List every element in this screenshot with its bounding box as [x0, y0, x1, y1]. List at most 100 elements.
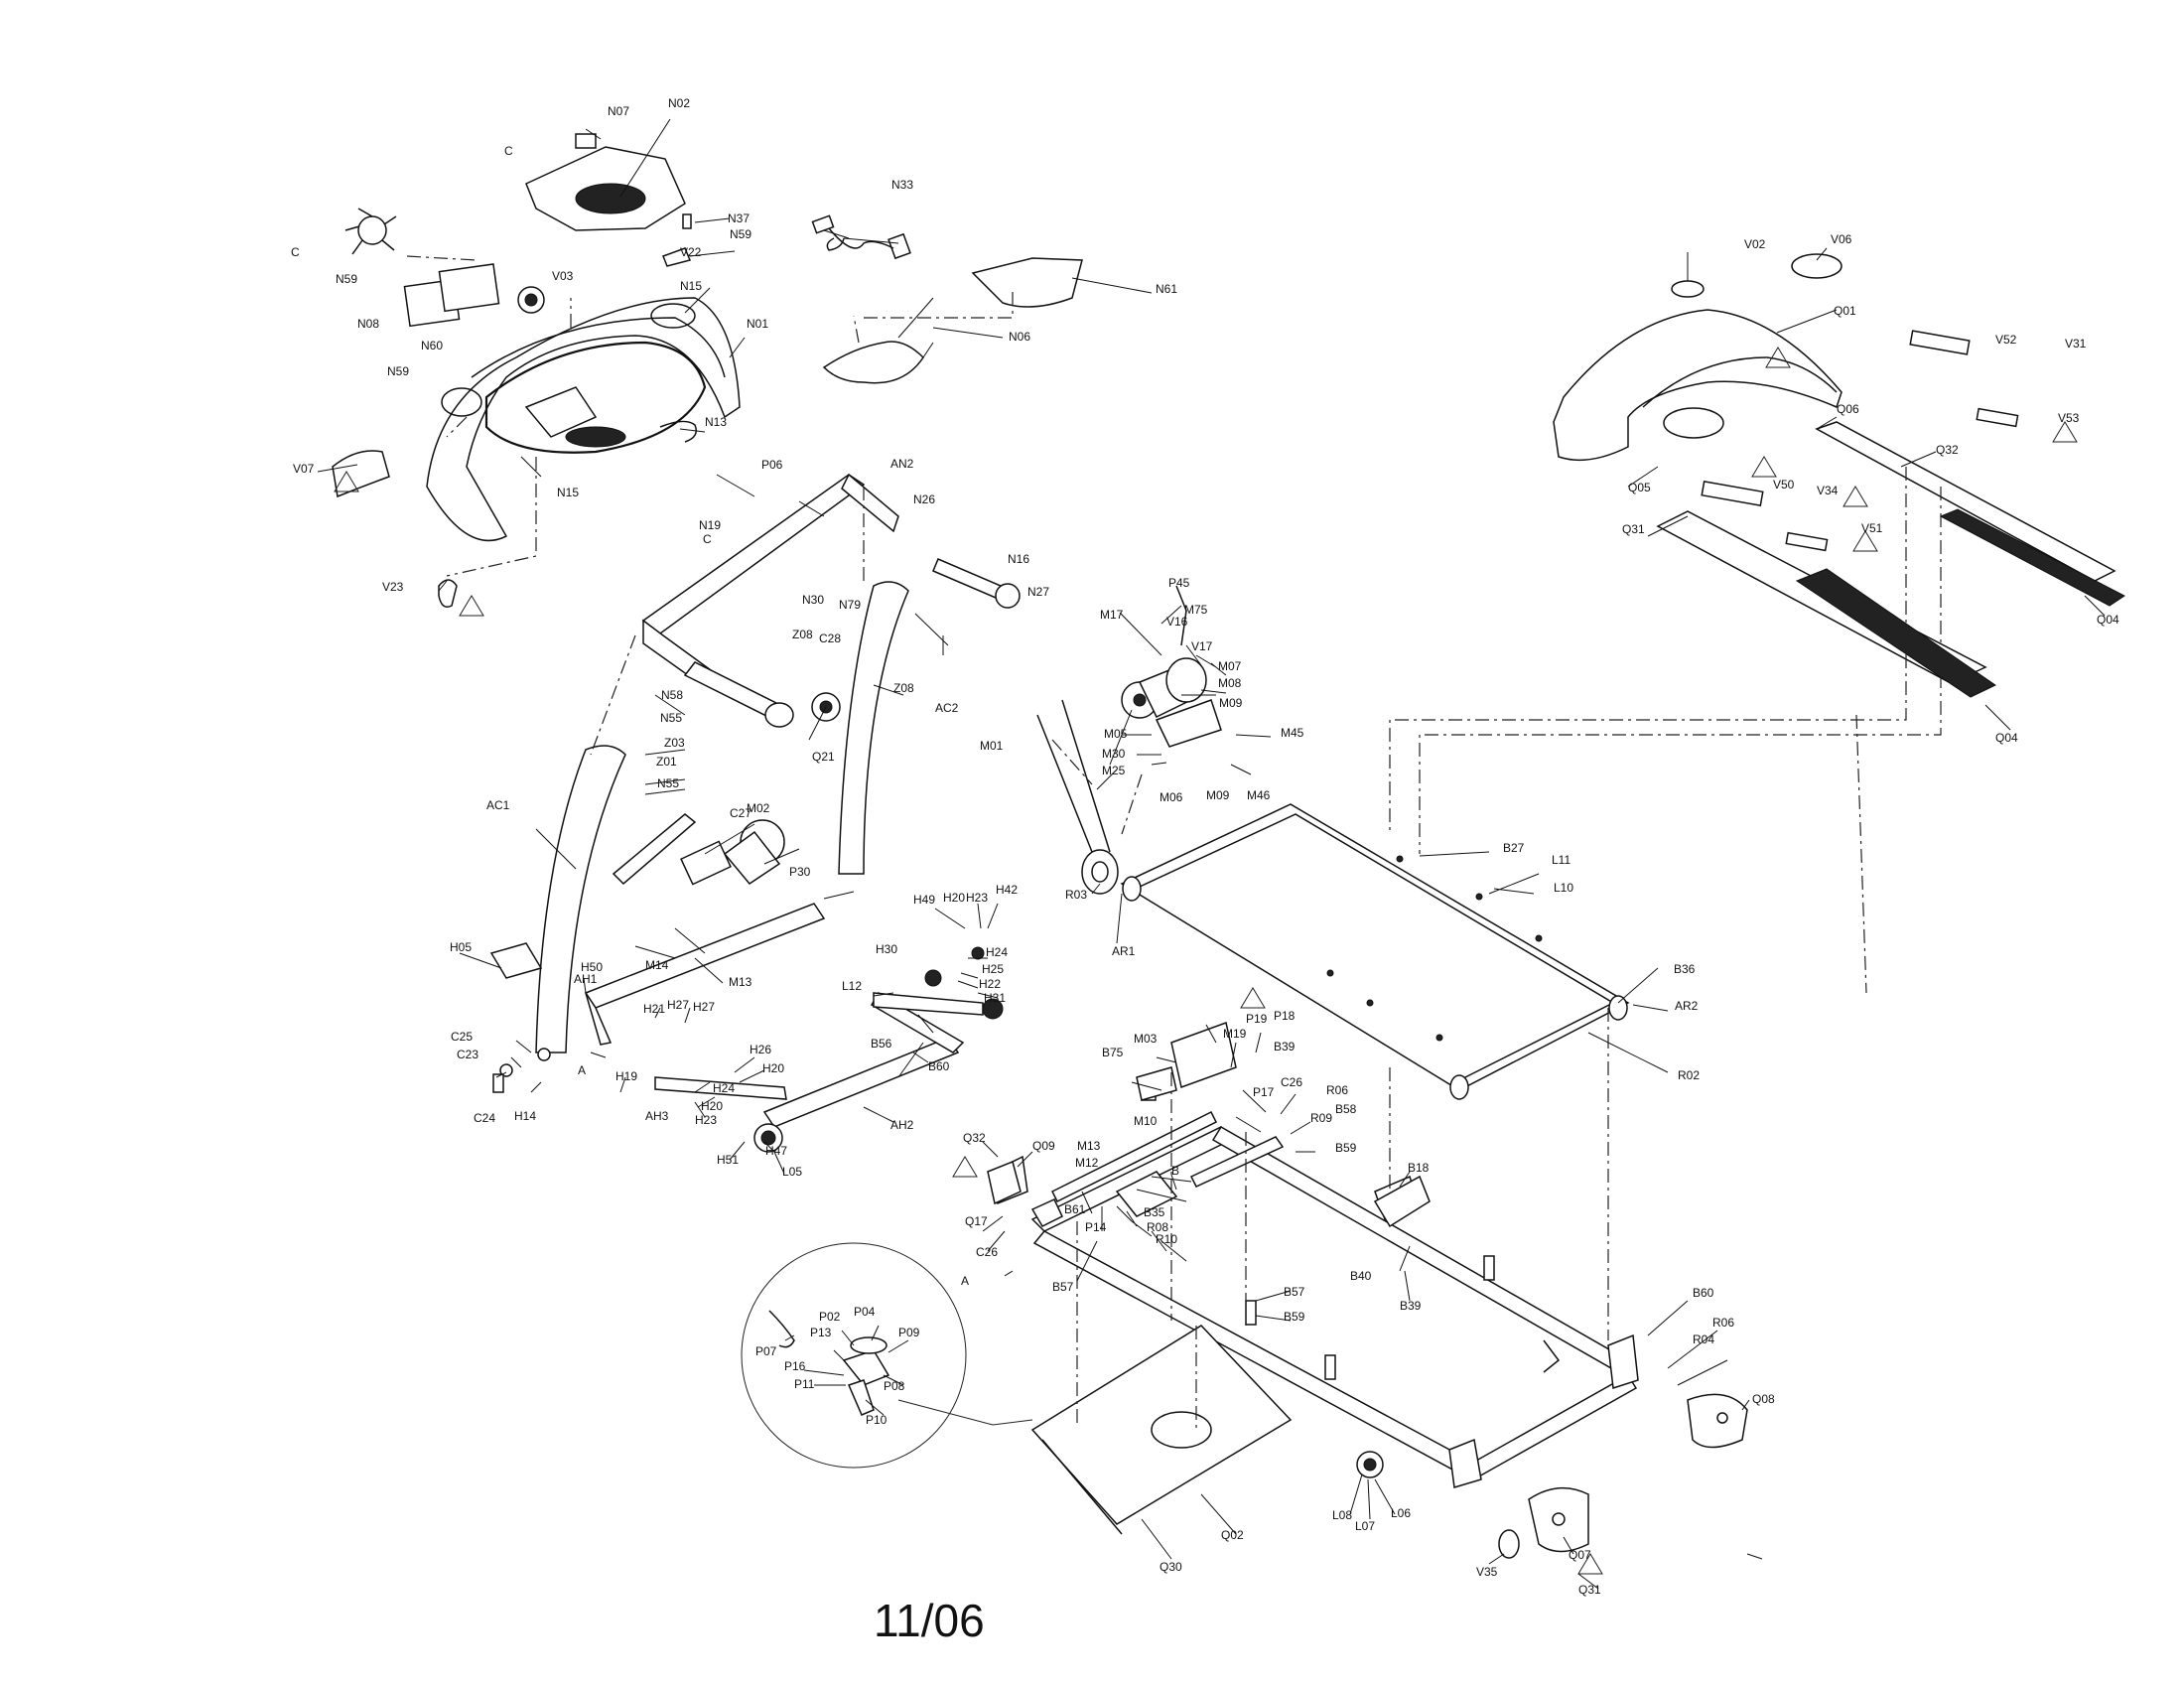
callout-label: Q06 [1837, 402, 1859, 416]
callout-label: M19 [1223, 1027, 1247, 1041]
callout-label: H19 [615, 1069, 637, 1083]
callout-label: V06 [1831, 232, 1852, 246]
callout-label: Q32 [1936, 443, 1959, 457]
callout-label: Z08 [792, 628, 813, 641]
callout-label: H24 [986, 945, 1008, 959]
callout-label: AR1 [1112, 944, 1136, 958]
callout-label: B58 [1335, 1102, 1357, 1116]
callout-label: H24 [713, 1081, 735, 1095]
callout-label: M25 [1102, 764, 1126, 777]
callout-label: N15 [680, 279, 702, 293]
callout-label: R02 [1678, 1068, 1700, 1082]
callout-label: H05 [450, 940, 472, 954]
callout-label: R03 [1065, 888, 1087, 902]
callout-label: V53 [2058, 411, 2080, 425]
callout-label: N30 [802, 593, 824, 607]
callout-label: N33 [891, 178, 913, 192]
callout-label: P30 [789, 865, 811, 879]
callout-label: Q04 [2097, 613, 2119, 627]
callout-label: V22 [680, 245, 702, 259]
callout-label: V07 [293, 462, 315, 476]
callout-label: M03 [1134, 1032, 1158, 1046]
callout-label: H31 [984, 991, 1006, 1005]
callout-label: H42 [996, 883, 1018, 897]
warning-icon [1843, 486, 1868, 507]
callout-label: R06 [1326, 1083, 1348, 1097]
callout-label: V31 [2065, 337, 2087, 351]
callout-label: M14 [645, 958, 669, 972]
callout-label: Q30 [1160, 1560, 1182, 1574]
warning-icon [1240, 987, 1266, 1009]
warning-icon [1765, 347, 1791, 368]
callout-label: L07 [1355, 1519, 1375, 1533]
callout-label: R04 [1693, 1333, 1714, 1346]
callout-label: M06 [1160, 790, 1183, 804]
warning-triangles [334, 347, 2078, 1575]
callout-label: M07 [1218, 659, 1242, 673]
callout-label: M30 [1102, 747, 1126, 761]
callout-label: M12 [1075, 1156, 1099, 1170]
callout-label: M02 [747, 801, 770, 815]
callout-label: H49 [913, 893, 935, 907]
callout-label: Q21 [812, 750, 835, 764]
drive-motor-assembly [1036, 585, 1222, 895]
motor-hood-assembly [1389, 253, 2125, 994]
callout-label: N07 [608, 104, 629, 118]
callout-label: P17 [1253, 1085, 1275, 1099]
callout-label: Q31 [1578, 1583, 1601, 1597]
callout-label: N08 [357, 317, 379, 331]
callout-label: N19 [699, 518, 721, 532]
callout-label: R08 [1147, 1220, 1168, 1234]
callout-label: N01 [747, 317, 768, 331]
callout-label: B57 [1052, 1280, 1074, 1294]
callout-label: B56 [871, 1037, 892, 1051]
callout-label: M05 [1104, 727, 1128, 741]
callout-label: N61 [1156, 282, 1177, 296]
wiring-and-covers [811, 214, 1083, 384]
callout-label: R10 [1156, 1232, 1177, 1246]
callout-label: AH2 [890, 1118, 914, 1132]
callout-label: Z01 [656, 755, 677, 769]
callout-label: B59 [1335, 1141, 1357, 1155]
callout-label: N27 [1027, 585, 1049, 599]
callout-label: H22 [979, 977, 1001, 991]
callout-label: C23 [457, 1048, 478, 1061]
callout-label: B36 [1674, 962, 1696, 976]
callout-label: N26 [913, 492, 935, 506]
callout-label: Z08 [893, 681, 914, 695]
callout-label: P19 [1246, 1012, 1268, 1026]
callout-label: N06 [1009, 330, 1030, 344]
callout-label: Q08 [1752, 1392, 1775, 1406]
callout-label: Q02 [1221, 1528, 1244, 1542]
warning-icon [952, 1156, 978, 1178]
callout-label: P06 [761, 458, 783, 472]
callout-label: V34 [1817, 484, 1839, 497]
callout-label: AC1 [486, 798, 510, 812]
callout-label: B57 [1284, 1285, 1305, 1299]
callout-label: M45 [1281, 726, 1304, 740]
callout-label: A [578, 1063, 586, 1077]
callout-label: N60 [421, 339, 443, 352]
callout-label: V16 [1166, 615, 1188, 629]
callout-label: B18 [1408, 1161, 1430, 1175]
callout-label: B60 [928, 1059, 950, 1073]
callout-label: C26 [1281, 1075, 1302, 1089]
callout-label: B59 [1284, 1310, 1305, 1324]
callout-label: C24 [474, 1111, 495, 1125]
callout-label: P04 [854, 1305, 876, 1319]
callout-label: V17 [1191, 639, 1213, 653]
callout-label: N55 [657, 776, 679, 790]
callout-label: C25 [451, 1030, 473, 1044]
callout-label: H25 [982, 962, 1004, 976]
callout-label: L10 [1554, 881, 1573, 895]
callout-label: AH1 [574, 972, 598, 986]
callout-label: P02 [819, 1310, 841, 1324]
callout-label: AR2 [1675, 999, 1699, 1013]
callout-label: H30 [876, 942, 897, 956]
callout-label: P14 [1085, 1220, 1107, 1234]
warning-icon [1751, 456, 1777, 478]
leader-lines [317, 118, 2106, 1590]
callout-label: B35 [1144, 1205, 1165, 1219]
callout-label: V52 [1995, 333, 2017, 347]
